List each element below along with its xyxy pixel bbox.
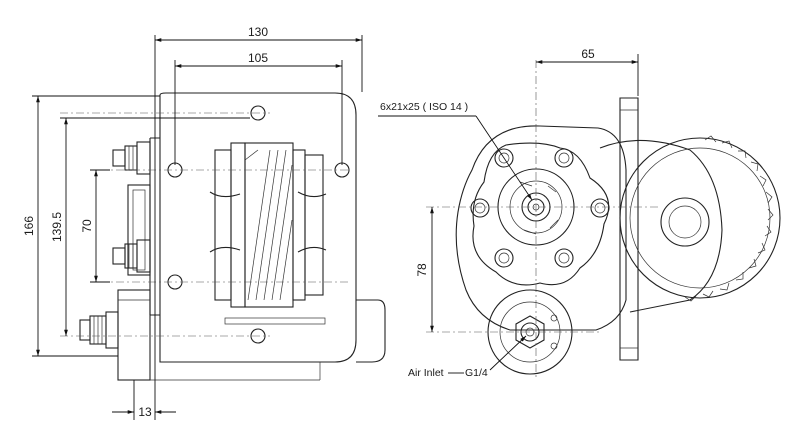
spline-label: 6x21x25 ( ISO 14 ) bbox=[380, 101, 468, 113]
stud-lower bbox=[112, 239, 151, 273]
dim-166: 166 bbox=[22, 216, 36, 236]
gear-side bbox=[209, 142, 327, 325]
dim-139-5: 139.5 bbox=[50, 212, 64, 242]
dim-78: 78 bbox=[415, 263, 429, 277]
dim-105: 105 bbox=[248, 51, 268, 65]
side-view bbox=[60, 92, 386, 381]
thread-label: G1/4 bbox=[465, 367, 488, 379]
dim-70: 70 bbox=[80, 219, 94, 233]
bolt-ring bbox=[470, 148, 610, 268]
air-inlet-label: Air Inlet bbox=[408, 367, 444, 379]
gear-front bbox=[619, 135, 781, 302]
dim-13: 13 bbox=[138, 405, 152, 419]
air-fitting-side bbox=[79, 311, 119, 349]
left-view-dimensions bbox=[32, 35, 363, 420]
dim-65: 65 bbox=[581, 47, 595, 61]
stud-upper bbox=[112, 141, 151, 175]
front-view bbox=[426, 60, 781, 380]
right-view-dimensions bbox=[378, 54, 639, 374]
dim-130: 130 bbox=[248, 25, 268, 39]
